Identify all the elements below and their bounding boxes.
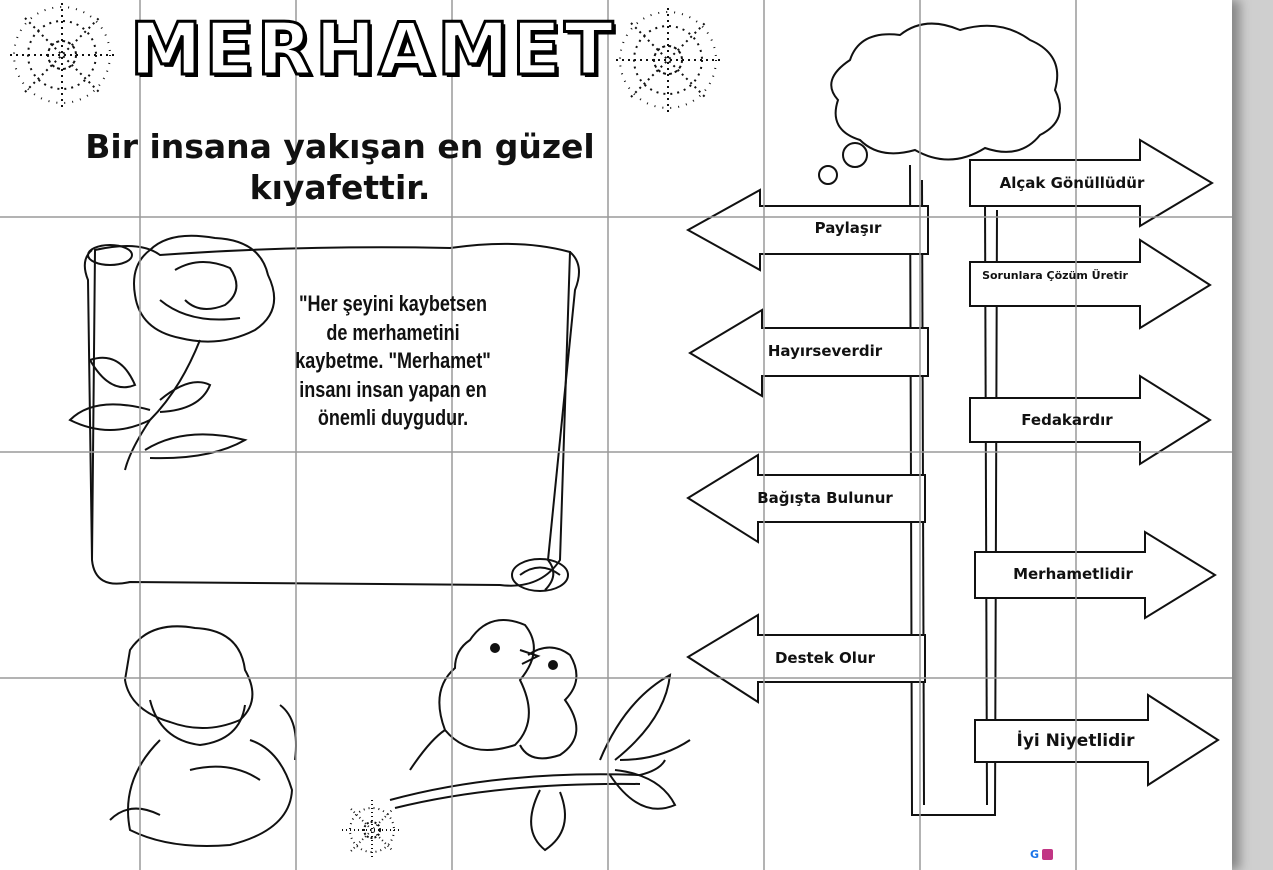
worksheet-page: MERHAMET Bir insana yakışan en güzel kıy… bbox=[0, 0, 1232, 870]
google-icon: G bbox=[1030, 848, 1040, 861]
arrow-label-left: Hayırseverdir bbox=[767, 342, 883, 360]
page-subtitle: Bir insana yakışan en güzel kıyafettir. bbox=[85, 127, 595, 208]
arrow-label-right: Merhametlidir bbox=[1013, 565, 1133, 583]
scroll-quote: "Her şeyini kaybetsen de merhametini kay… bbox=[295, 291, 491, 431]
rose-icon bbox=[68, 234, 276, 471]
arrow-label-right: Sorunlara Çözüm Üretir bbox=[982, 269, 1128, 282]
arrow-label-left: Destek Olur bbox=[774, 649, 876, 667]
birds-icon bbox=[389, 619, 691, 852]
arrow-label-left: Paylaşır bbox=[814, 219, 882, 237]
flower-icon bbox=[342, 800, 402, 860]
right-arrow-shape bbox=[969, 138, 1220, 787]
footer-credits: G bbox=[1030, 848, 1230, 861]
left-arrow-shape bbox=[685, 188, 929, 704]
instagram-icon bbox=[1042, 849, 1054, 860]
flower-icon bbox=[10, 3, 114, 107]
arrow-label-right: Fedakardır bbox=[1021, 411, 1113, 429]
child-icon bbox=[109, 625, 297, 847]
arrow-label-right: İyi Niyetlidir bbox=[1016, 731, 1135, 751]
cloud-icon bbox=[818, 22, 1061, 185]
flower-icon bbox=[616, 8, 720, 112]
arrow-label-right: Alçak Gönüllüdür bbox=[999, 174, 1145, 192]
page-title: MERHAMET bbox=[129, 6, 617, 92]
arrow-label-left: Bağışta Bulunur bbox=[757, 489, 893, 507]
scroll-icon bbox=[83, 242, 580, 592]
artwork-layer bbox=[10, 3, 1220, 860]
